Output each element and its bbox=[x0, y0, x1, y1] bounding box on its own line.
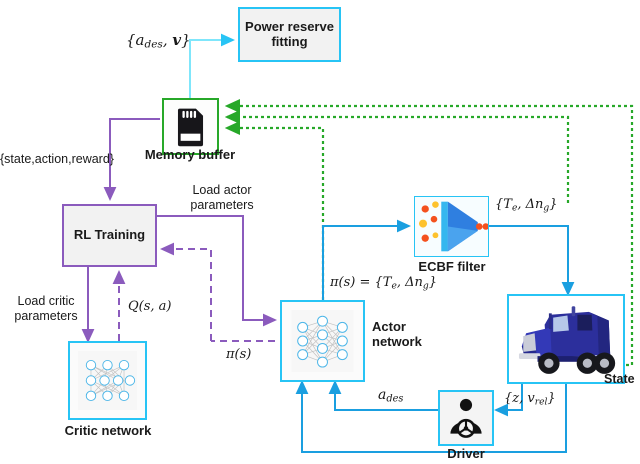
label-ecbf-output: {Te, Δng} bbox=[495, 197, 558, 214]
label-a-des-v: {ades, v} bbox=[126, 31, 191, 51]
node-ecbf-filter[interactable] bbox=[414, 196, 489, 257]
funnel-filter-icon bbox=[415, 197, 488, 256]
node-critic-network[interactable] bbox=[68, 341, 147, 420]
node-rl-training[interactable] bbox=[62, 204, 157, 267]
driver-steering-wheel-icon bbox=[440, 392, 492, 444]
semi-truck-icon bbox=[509, 296, 623, 382]
sd-card-icon bbox=[169, 105, 212, 148]
wire-load-actor-parameters bbox=[157, 215, 277, 327]
label-load-actor-parameters: Load actor parameters bbox=[190, 183, 254, 212]
wire-memory-to-rl-training bbox=[103, 118, 160, 201]
node-driver[interactable] bbox=[438, 390, 494, 446]
wire-driver-to-actor bbox=[328, 380, 438, 411]
label-z-vrel: {z, vrel} bbox=[504, 391, 556, 408]
wire-memory-to-power-reserve bbox=[189, 33, 235, 98]
label-pi-s-output: π(s) = {Te, Δng} bbox=[330, 275, 437, 292]
memory-buffer-label: Memory buffer bbox=[144, 147, 236, 162]
actor-network-label: Actor network bbox=[372, 319, 422, 349]
label-q-s-a: Q(s, a) bbox=[128, 299, 172, 314]
wire-actor-pi-to-rl-training bbox=[160, 242, 275, 342]
power-reserve-fitting-label: Power reserve fitting bbox=[245, 18, 334, 49]
wire-actor-to-ecbf bbox=[322, 219, 411, 300]
critic-network-label: Critic network bbox=[64, 423, 152, 438]
wire-truck-state-to-actor bbox=[295, 380, 567, 453]
label-state-action-reward: {state,action,reward} bbox=[0, 152, 114, 166]
driver-label: Driver bbox=[447, 446, 485, 461]
node-power-reserve-fitting[interactable] bbox=[238, 7, 341, 62]
node-memory-buffer[interactable] bbox=[162, 98, 219, 155]
node-actor-network[interactable] bbox=[280, 300, 365, 382]
neural-network-icon bbox=[290, 310, 355, 372]
ecbf-filter-label: ECBF filter bbox=[418, 259, 486, 274]
wire-truck-to-driver bbox=[494, 384, 523, 417]
wire-ecbf-to-truck bbox=[489, 225, 575, 296]
rl-training-label: RL Training bbox=[73, 227, 146, 243]
label-pi-s: π(s) bbox=[226, 347, 252, 362]
label-a-des: ades bbox=[378, 387, 404, 405]
neural-network-icon bbox=[78, 351, 137, 410]
node-truck[interactable] bbox=[507, 294, 625, 384]
label-load-critic-parameters: Load critic parameters bbox=[14, 294, 78, 323]
label-state: State bbox=[604, 372, 635, 386]
